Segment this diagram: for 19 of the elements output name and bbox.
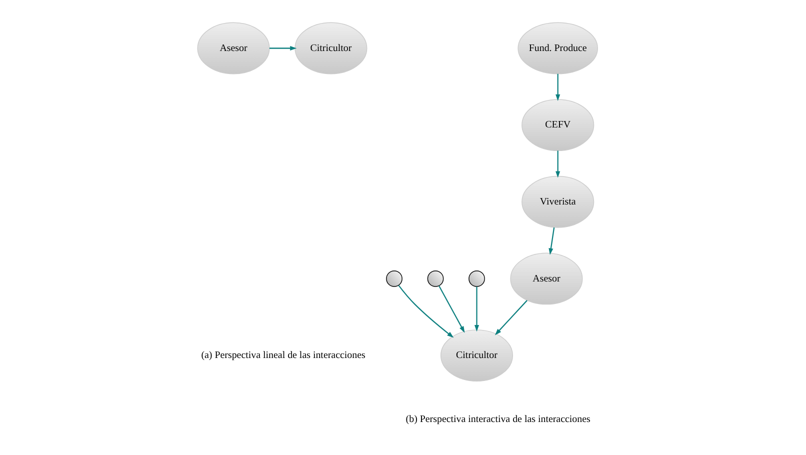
node-circle [468, 270, 484, 287]
arrow [268, 46, 296, 51]
node-ellipse: Citricultor [294, 22, 367, 74]
node-circle [426, 270, 444, 287]
arrow [548, 227, 554, 255]
arrow [438, 286, 464, 333]
arrow [555, 150, 560, 178]
node-ellipse: Viverista [521, 176, 594, 228]
node-ellipse: CEFV [521, 99, 594, 152]
node-ellipse: Asesor [510, 252, 582, 305]
arrow [494, 300, 527, 336]
arrow [555, 74, 560, 101]
label: (b) Perspectiva interactiva de las interacciones [405, 414, 590, 426]
node-ellipse: Fund. Produce [517, 22, 598, 74]
node-circle [386, 270, 402, 287]
arrow [398, 285, 454, 338]
label: (a) Perspectiva lineal de las interacciones [200, 350, 365, 362]
node-ellipse: Asesor [196, 22, 270, 74]
arrow [474, 286, 479, 332]
